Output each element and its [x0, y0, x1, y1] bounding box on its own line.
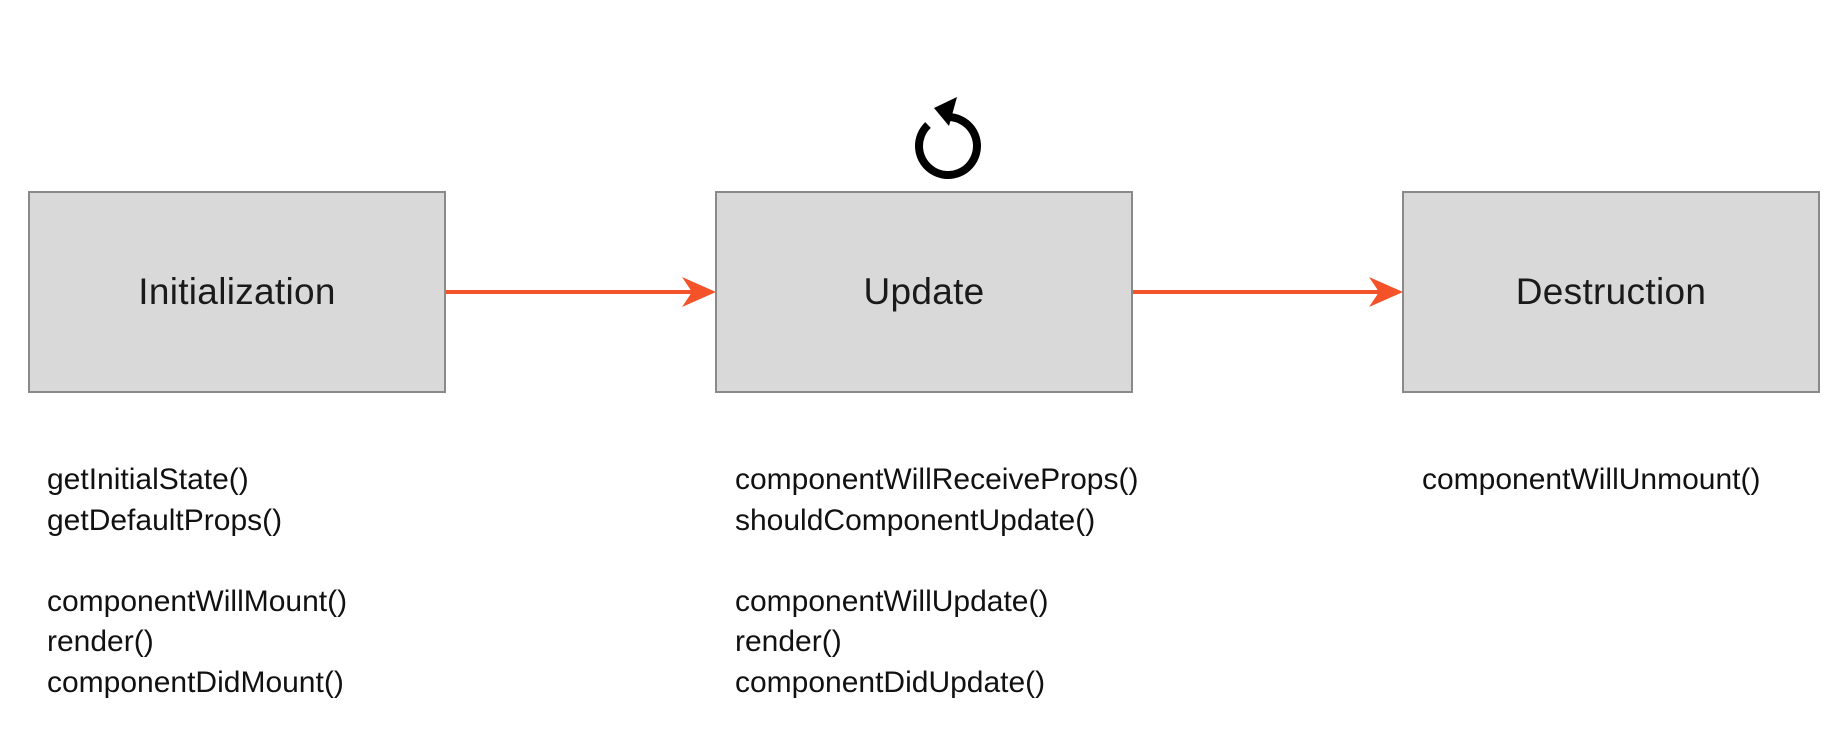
method-item: getDefaultProps() [47, 503, 283, 537]
destruction-method-list: componentWillUnmount() [1422, 460, 1760, 501]
destruction-stage-title: Destruction [1515, 271, 1707, 312]
method-item: componentWillUpdate() [735, 584, 1049, 618]
method-item: getInitialState() [47, 463, 249, 496]
method-item: componentWillMount() [47, 584, 348, 618]
method-item: componentWillReceiveProps() [735, 463, 1139, 496]
method-item: componentDidUpdate() [735, 665, 1046, 699]
refresh-loop-icon [915, 97, 981, 179]
update-stage-title: Update [863, 271, 985, 312]
init-to-update-arrow [446, 277, 716, 307]
destruction-stage-box: Destruction [1402, 191, 1820, 393]
initialization-method-list: getInitialState() getDefaultProps() comp… [47, 460, 347, 703]
method-item: render() [47, 625, 154, 658]
update-stage-box: Update [715, 191, 1133, 393]
update-method-list: componentWillReceiveProps() shouldCompon… [735, 460, 1138, 703]
method-item: componentDidMount() [47, 665, 344, 699]
initialization-stage-box: Initialization [28, 191, 446, 393]
update-to-destruction-arrow [1133, 277, 1403, 307]
method-item: render() [735, 625, 842, 658]
method-item: componentWillUnmount() [1422, 463, 1761, 496]
initialization-stage-title: Initialization [138, 271, 336, 312]
method-item: shouldComponentUpdate() [735, 503, 1096, 537]
